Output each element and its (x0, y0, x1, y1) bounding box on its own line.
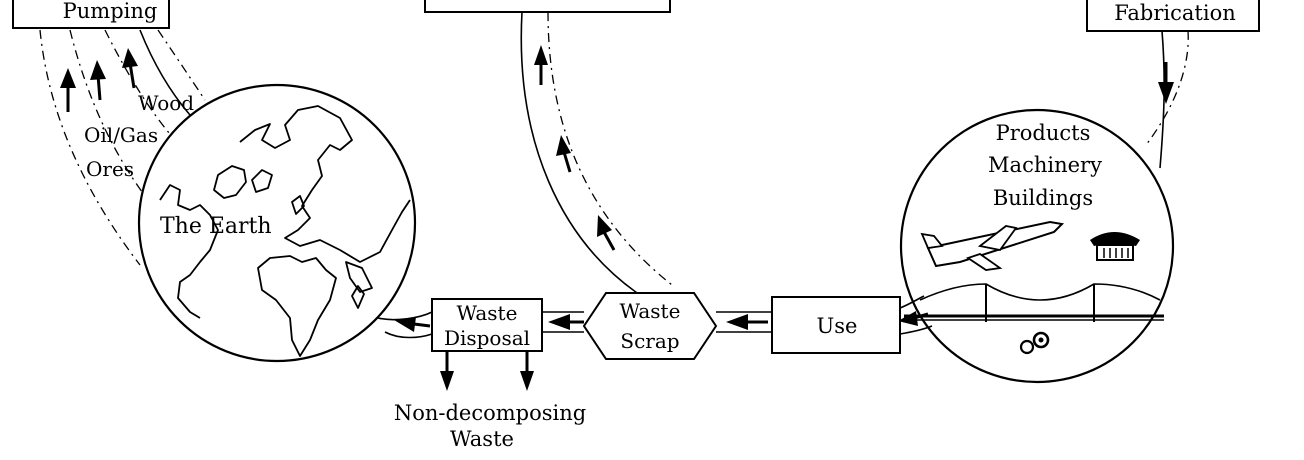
up-arrow-1 (60, 68, 76, 112)
waste-disposal-label-1: Waste (457, 301, 518, 325)
arrow-scrap-to-disposal (548, 314, 584, 330)
oil-gas-label: Oil/Gas (84, 123, 158, 147)
earth-label: The Earth (160, 214, 272, 239)
fabrication-box: Fabrication (1086, 0, 1260, 32)
wood-label: Wood (138, 91, 194, 115)
earth-globe: The Earth (137, 83, 417, 363)
peninsula-arabia (345, 261, 373, 293)
top-center-box (424, 0, 671, 13)
recycle-band (520, 11, 673, 296)
telephone-icon (1090, 232, 1140, 261)
extraction-arrows (60, 48, 138, 112)
use-box: Use (771, 296, 901, 354)
bottom-flow-arrows (394, 311, 929, 332)
recycle-arrow-3 (597, 215, 616, 251)
recycle-arrow-1 (534, 45, 548, 85)
island-madagascar (351, 285, 365, 309)
up-arrow-3 (122, 48, 138, 89)
fabrication-label: Fabrication (1114, 1, 1235, 25)
airplane-icon (920, 220, 1065, 271)
products-circle: Products Machinery Buildings (899, 108, 1175, 384)
island-britain (291, 195, 305, 215)
products-label: Products (996, 121, 1091, 145)
continent-europe-asia (239, 105, 411, 263)
island-scandinavia (251, 169, 273, 193)
recycle-arrow-2 (556, 135, 572, 173)
waste-scrap-label-2: Scrap (620, 329, 679, 353)
recycle-arrows (534, 45, 616, 251)
gears-icon (1019, 331, 1050, 355)
up-arrow-2 (90, 60, 106, 101)
buildings-label: Buildings (993, 186, 1093, 210)
continent-greenland (213, 165, 247, 199)
disposal-down-arrows (440, 352, 534, 391)
ores-label: Ores (86, 157, 134, 181)
waste-disposal-box: Waste Disposal (431, 298, 543, 352)
continent-north-america (159, 184, 219, 319)
arrow-disposal-to-earth (394, 317, 431, 332)
pumping-label: Pumping (63, 0, 158, 23)
arrow-products-to-use (898, 311, 929, 326)
down-arrow-left (440, 352, 454, 391)
machinery-label: Machinery (988, 153, 1102, 177)
use-label: Use (817, 314, 858, 338)
waste-scrap-label-1: Waste (620, 299, 681, 323)
down-arrow-fabrication (1158, 82, 1174, 104)
fabrication-band (1145, 30, 1189, 169)
extraction-bands (39, 29, 206, 266)
pumping-box: Pumping (12, 0, 170, 29)
continent-africa (257, 255, 337, 357)
waste-scrap-hexagon: Waste Scrap (582, 292, 718, 360)
bridge-icon (904, 283, 1164, 322)
arrow-use-to-scrap (726, 314, 768, 330)
waste-disposal-label-2: Disposal (444, 326, 530, 350)
non-decomposing-label-2: Waste (450, 427, 514, 451)
non-decomposing-label-1: Non-decomposing (394, 401, 586, 425)
down-arrow-right (520, 352, 534, 391)
